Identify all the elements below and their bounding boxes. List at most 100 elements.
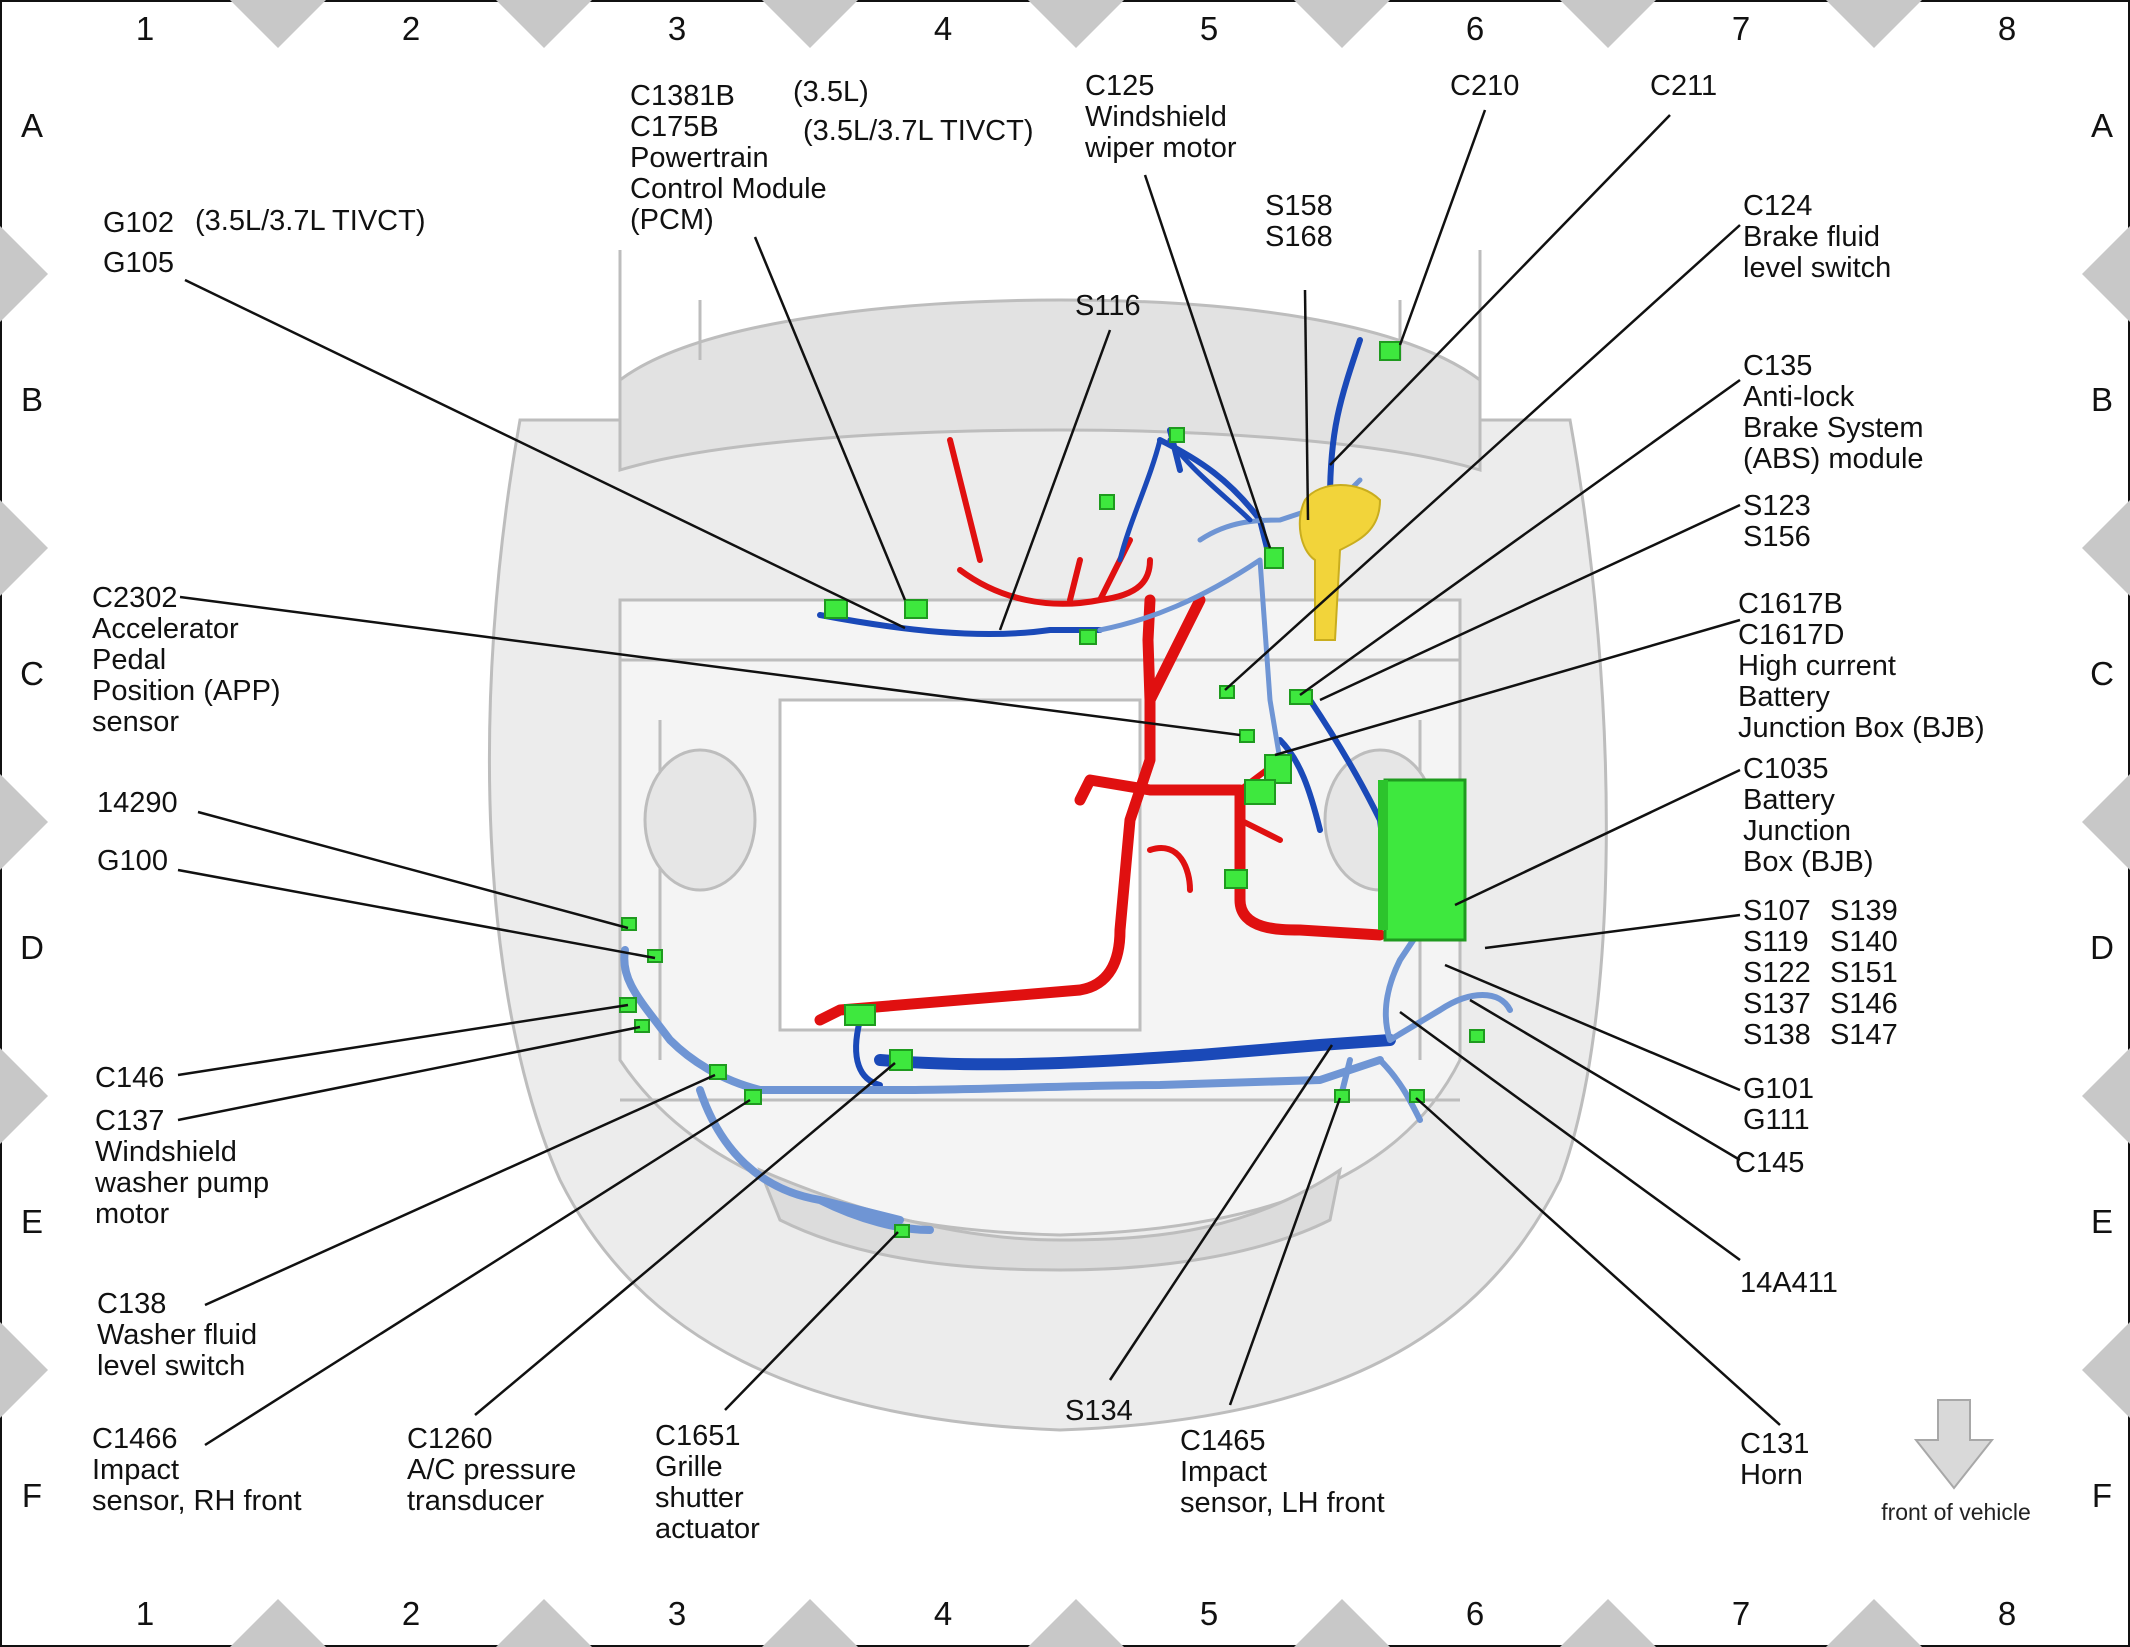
front-of-vehicle-label: front of vehicle: [1881, 1499, 2031, 1525]
connector-c2302: [1239, 729, 1255, 743]
label-c1465-line3: sensor, LH front: [1180, 1487, 1385, 1519]
border-diamond-bottom-1: [230, 1599, 326, 1647]
connector-upper-b: [1099, 494, 1115, 510]
border-diamond-top-4: [1028, 0, 1124, 48]
label-c1651: C1651 Grille shutter actuator: [655, 1420, 760, 1545]
grid-col-8-top: 8: [1998, 10, 2016, 47]
leader-g102: [184, 278, 906, 630]
border-diamond-right-2: [2082, 500, 2130, 596]
down-arrow-icon: [1913, 1399, 1995, 1490]
label-c131: C131 Horn: [1740, 1428, 1809, 1491]
label-c131-line1: C131: [1740, 1428, 1809, 1460]
label-c124-line1: C124: [1743, 190, 1812, 222]
label-g100: G100: [97, 845, 168, 877]
connector-c137: [634, 1019, 650, 1033]
label-c135: C135 Anti-lock Brake System (ABS) module: [1743, 350, 1924, 475]
border-diamond-right-1: [2082, 226, 2130, 322]
label-s123-line1: S123: [1743, 490, 1811, 522]
grid-col-2-top: 2: [402, 10, 420, 47]
label-c1381b-line5: (PCM): [630, 204, 714, 236]
radiator-opening: [778, 698, 1142, 1032]
label-c137-line2: Windshield: [95, 1136, 237, 1168]
connector-red-cluster: [844, 1004, 876, 1026]
leader-s134: [1108, 1044, 1334, 1381]
label-c1260-line3: transducer: [407, 1485, 544, 1517]
grid-col-1-bottom: 1: [136, 1595, 154, 1632]
label-c1035-line2: Battery: [1743, 784, 1835, 816]
label-s123: S123 S156: [1743, 490, 1811, 553]
label-c211: C211: [1650, 70, 1717, 102]
leader-c146: [177, 1003, 629, 1077]
grid-row-b-right: B: [2091, 381, 2113, 418]
leader-c211: [1329, 114, 1671, 466]
label-c1381b-line3: Powertrain: [630, 142, 769, 174]
label-s158-line2: S168: [1265, 221, 1333, 253]
leader-c1466: [204, 1098, 751, 1447]
label-14290: 14290: [97, 787, 178, 819]
label-c125-line3: wiper motor: [1084, 132, 1237, 164]
label-splice-a5: S138: [1743, 1019, 1811, 1051]
label-c1465: C1465 Impact sensor, LH front: [1180, 1425, 1385, 1519]
label-c1617-line1: C1617B: [1738, 588, 1843, 620]
label-c1466-line2: Impact: [92, 1454, 179, 1486]
label-c125-line1: C125: [1085, 70, 1154, 102]
grid-col-7-bottom: 7: [1732, 1595, 1750, 1632]
harness-blue-upper: [817, 337, 1393, 903]
leader-14290: [197, 810, 629, 930]
label-g102-line1: G102: [103, 207, 174, 239]
leader-c137: [177, 1025, 641, 1122]
label-c125-line2: Windshield: [1085, 101, 1227, 133]
label-c1617-line3: High current: [1738, 650, 1896, 682]
label-c1260: C1260 A/C pressure transducer: [407, 1423, 576, 1517]
grid-col-2-bottom: 2: [402, 1595, 420, 1632]
leader-c145: [1469, 998, 1741, 1162]
label-splice-b2: S140: [1830, 926, 1898, 958]
label-c137: C137 Windshield washer pump motor: [94, 1105, 269, 1230]
label-c145: C145: [1735, 1147, 1804, 1179]
label-s123-line2: S156: [1743, 521, 1811, 553]
grid-col-6-top: 6: [1466, 10, 1484, 47]
leader-g100: [177, 868, 656, 960]
label-c137-line4: motor: [95, 1198, 169, 1230]
border-diamond-bottom-2: [496, 1599, 592, 1647]
leader-c210: [1398, 109, 1487, 346]
border-diamond-top-5: [1294, 0, 1390, 48]
connector-upper-a: [1169, 427, 1185, 443]
label-g102-line2: G105: [103, 247, 174, 279]
connector-c1651: [894, 1224, 910, 1238]
leader-14a411: [1399, 1010, 1741, 1262]
label-c2302-line5: sensor: [92, 706, 179, 738]
grid-row-d-right: D: [2090, 929, 2114, 966]
grid-row-b-left: B: [21, 381, 43, 418]
connector-c124: [1219, 685, 1235, 699]
cross-member: [620, 658, 1460, 1102]
label-c138-line3: level switch: [97, 1350, 245, 1382]
grid-row-c-right: C: [2090, 655, 2114, 692]
leader-c1035: [1454, 768, 1741, 907]
label-c2302-line1: C2302: [92, 582, 177, 614]
label-c1465-line2: Impact: [1180, 1456, 1267, 1488]
label-c1260-line1: C1260: [407, 1423, 492, 1455]
label-c124: C124 Brake fluid level switch: [1743, 190, 1891, 284]
grid-row-e-left: E: [21, 1203, 43, 1240]
border-diamond-top-6: [1560, 0, 1656, 48]
leader-c135: [1299, 378, 1741, 697]
leader-c2302: [179, 595, 1241, 737]
label-c1381b-line1: C1381B: [630, 80, 735, 112]
harness-lightblue-right: [1337, 927, 1513, 1123]
brake-bracket: [1298, 484, 1382, 641]
label-c1035: C1035 Battery Junction Box (BJB): [1743, 753, 1874, 878]
label-g101-line2: G111: [1743, 1104, 1810, 1136]
upper-frame: [618, 250, 1482, 380]
leader-c131: [1415, 1097, 1781, 1426]
label-g101-line1: G101: [1743, 1073, 1814, 1105]
label-c1381b-line2: C175B: [630, 111, 719, 143]
harness-cowl: [1117, 437, 1253, 563]
label-s158: S158 S168: [1265, 190, 1333, 253]
border-diamond-bottom-3: [762, 1599, 858, 1647]
label-c1651-line2: Grille: [655, 1451, 723, 1483]
connector-c1617: [1264, 754, 1292, 784]
border-diamond-bottom-4: [1028, 1599, 1124, 1647]
leader-c1381b: [753, 236, 907, 601]
